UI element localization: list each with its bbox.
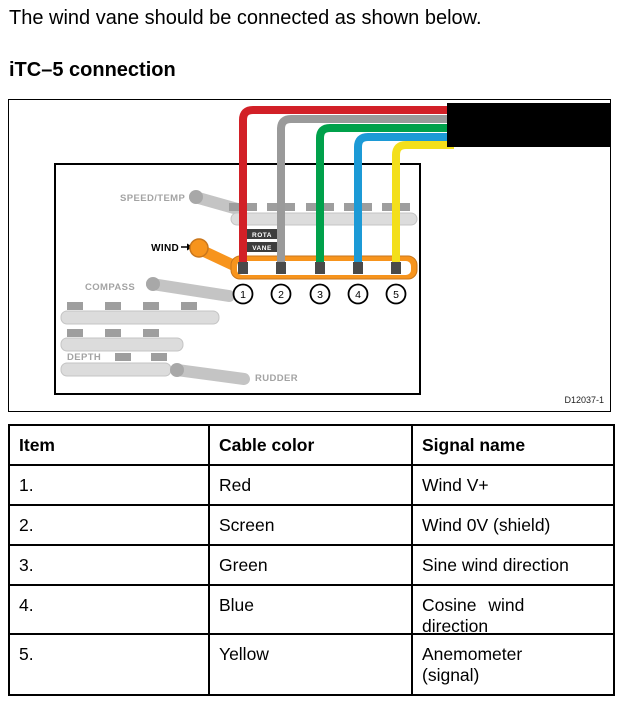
rudder-hub [170,363,184,377]
signal-line-1: Anemometer [422,644,523,664]
compass-label: COMPASS [85,282,135,293]
signal-line-1: Cosine wind [422,595,525,615]
wire-yellow [392,141,454,270]
terminal-circle-1 [232,283,254,305]
compass-arm [146,278,235,302]
cell-signal-name: Sine wind direction [411,544,615,586]
depth-label: DEPTH [67,352,101,363]
depth-pad-row [115,353,167,361]
terminal-circle-5 [385,283,407,305]
left-pad-row-1 [67,302,197,310]
cell-cable-color: Green [208,544,413,586]
depth-connector-bar [60,362,172,377]
cell-item: 1. [8,464,210,506]
terminal-number-5: 5 [393,289,399,301]
cell-signal-name: Anemometer (signal) [411,633,615,696]
cable-sheath [447,103,610,147]
wire-screen [277,115,454,270]
cell-item: 5. [8,633,210,696]
table-row: 5. Yellow Anemometer (signal) [8,633,615,696]
speed-temp-hub [189,190,203,204]
signal-line-2: (signal) [422,665,480,685]
rudder-label: RUDDER [255,373,298,384]
cell-cable-color: Yellow [208,633,413,696]
wiring-diagram-svg: SPEED/TEMP ROTA VANE WIND [54,103,610,405]
terminal-pins [238,262,401,274]
terminal-number-1: 1 [240,289,246,301]
left-connector-bar-2 [60,337,184,352]
terminal-circle-4 [347,283,369,305]
vane-tag-label: VANE [252,245,272,252]
connection-table: Item Cable color Signal name 1. Red Wind… [8,424,615,696]
col-header-signal-name: Signal name [411,424,615,466]
cell-cable-color: Screen [208,504,413,546]
wire-blue [354,133,454,270]
cell-item: 3. [8,544,210,586]
wire-green [316,124,454,270]
vane-tag [241,242,283,252]
wire-red [239,106,454,270]
top-pad-row [229,203,410,211]
terminal-number-2: 2 [278,289,284,301]
cell-item: 2. [8,504,210,546]
left-pad-row-2 [67,329,159,337]
wiring-diagram: SPEED/TEMP ROTA VANE WIND [8,99,611,412]
figure-id: D12037-1 [564,395,604,405]
left-connector-bar-1 [60,310,220,325]
table-row: 3. Green Sine wind direction [8,544,615,586]
manual-page: The wind vane should be connected as sho… [8,7,615,696]
wind-connector-hub [189,238,209,258]
cell-signal-name: Wind 0V (shield) [411,504,615,546]
col-header-item: Item [8,424,210,466]
cell-item: 4. [8,584,210,635]
speed-temp-label: SPEED/TEMP [120,193,185,204]
terminal-number-4: 4 [355,289,361,301]
cell-cable-color: Red [208,464,413,506]
terminal-circle-3 [309,283,331,305]
cell-cable-color: Blue [208,584,413,635]
rota-tag-label: ROTA [252,232,272,239]
col-header-cable-color: Cable color [208,424,413,466]
terminal-number-3: 3 [317,289,323,301]
table-row: 4. Blue Cosine wind direction [8,584,615,636]
cell-signal-name: Cosine wind direction [411,584,615,636]
table-row: 2. Screen Wind 0V (shield) [8,504,615,546]
compass-hub [146,277,160,291]
wind-label: WIND [151,243,179,254]
terminal-callouts: 1 2 3 4 5 [232,283,407,305]
rudder-arm [171,364,250,385]
intro-text: The wind vane should be connected as sho… [9,7,482,29]
terminal-circle-2 [270,283,292,305]
table-header-row: Item Cable color Signal name [8,424,615,466]
rota-tag [241,229,283,239]
cell-signal-name: Wind V+ [411,464,615,506]
signal-line-2: direction [422,616,489,636]
section-heading: iTC–5 connection [9,59,176,81]
table-row: 1. Red Wind V+ [8,464,615,506]
